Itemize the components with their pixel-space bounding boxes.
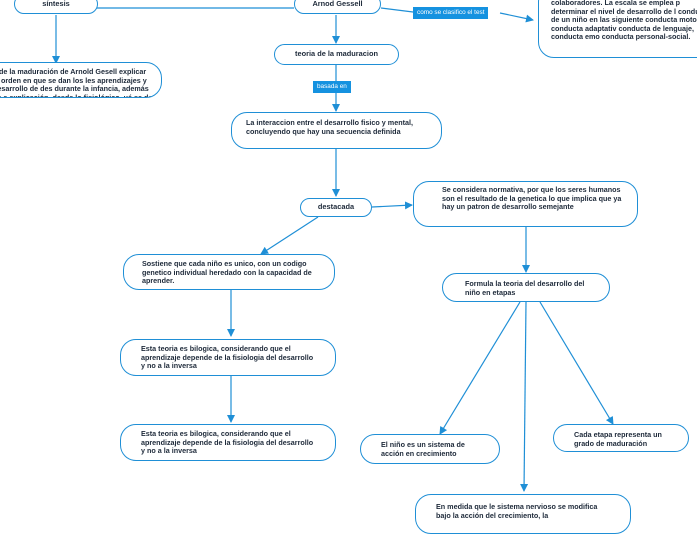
edge-formula-nervioso [520,301,529,492]
edge-destacada-normativa [371,201,413,210]
edge-formula-sistema [439,301,521,435]
node-formula-label: Formula la teoria del desarrollo del niñ… [465,279,585,297]
node-biologica-1-label: Esta teoria es bilogica, considerando qu… [141,344,314,371]
edge-root-clasif [380,7,414,13]
label-clasifico: como se clasifico el test [413,7,489,19]
node-clasif-text[interactable]: colaboradores. La escala se emplea p det… [538,0,697,58]
node-interaccion-label: La interaccion entre el desarrollo fisic… [246,118,413,136]
node-interaccion[interactable]: La interaccion entre el desarrollo fisic… [231,112,442,149]
node-unico[interactable]: Sostiene que cada niño es unico, con un … [123,254,335,290]
node-unico-label: Sostiene que cada niño es unico, con un … [142,259,312,286]
label-basada: basada en [313,81,351,93]
node-root-label: Arnod Gessell [312,0,363,8]
node-destacada-label: destacada [317,202,355,212]
node-normativa[interactable]: Se considera normativa, por que los sere… [413,181,638,227]
edge-destacada-unico [260,216,319,255]
node-sistema[interactable]: El niño es un sistema de acción en creci… [360,434,500,464]
node-clasif-text-label: colaboradores. La escala se emplea p det… [551,0,697,42]
node-sintesis[interactable]: síntesis [14,0,98,14]
node-root[interactable]: Arnod Gessell [294,0,381,14]
node-biologica-1[interactable]: Esta teoria es bilogica, considerando qu… [120,339,336,376]
node-nervioso[interactable]: En medida que le sistema nervioso se mod… [415,494,631,534]
node-etapa-label: Cada etapa representa un grado de madura… [574,430,662,448]
node-teoria[interactable]: teoria de la maduracion [274,44,399,65]
node-normativa-label: Se considera normativa, por que los sere… [442,185,622,212]
connector-layer [52,4,614,492]
node-sintesis-text[interactable]: a de la maduración de Arnold Gesell expl… [0,62,162,98]
node-biologica-2-label: Esta teoria es bilogica, considerando qu… [141,429,314,456]
node-nervioso-label: En medida que le sistema nervioso se mod… [436,502,598,520]
node-teoria-label: teoria de la maduracion [295,49,378,59]
node-sistema-label: El niño es un sistema de acción en creci… [381,440,465,458]
edge-clasif-text [499,12,534,23]
edge-formula-etapa [539,301,614,425]
node-biologica-2[interactable]: Esta teoria es bilogica, considerando qu… [120,424,336,461]
node-formula[interactable]: Formula la teoria del desarrollo del niñ… [442,273,610,302]
node-destacada[interactable]: destacada [300,198,372,217]
node-sintesis-text-label: a de la maduración de Arnold Gesell expl… [0,67,153,98]
node-sintesis-label: síntesis [42,0,70,8]
node-etapa[interactable]: Cada etapa representa un grado de madura… [553,424,689,452]
